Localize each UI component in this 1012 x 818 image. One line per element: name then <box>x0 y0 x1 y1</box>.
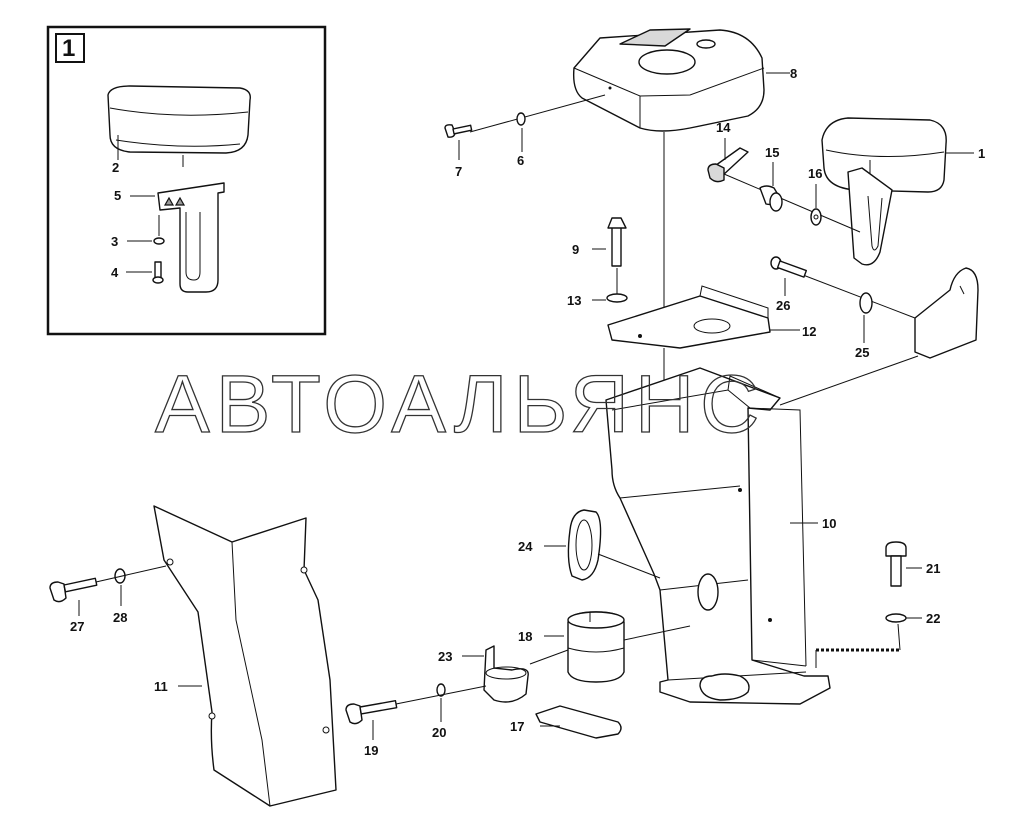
callout-7: 7 <box>455 164 462 179</box>
callout-23: 23 <box>438 649 452 664</box>
callout-2: 2 <box>112 160 119 175</box>
side-bracket-assembly: 26 25 <box>770 256 979 360</box>
mounting-plate-assembly: 9 13 12 <box>567 217 816 380</box>
bolt-and-washer-left: 27 28 <box>49 565 167 634</box>
sleeve-and-plate: 18 17 <box>510 611 691 739</box>
inset-bracket <box>157 182 225 293</box>
bolt-and-washer-right: 21 22 <box>815 541 940 668</box>
callout-9: 9 <box>572 242 579 257</box>
callout-21: 21 <box>926 561 940 576</box>
watermark-text: АВТОАЛЬЯНС <box>155 359 765 450</box>
callout-22: 22 <box>926 611 940 626</box>
callout-25: 25 <box>855 345 869 360</box>
callout-19: 19 <box>364 743 378 758</box>
callout-17: 17 <box>510 719 524 734</box>
inset-label: 1 <box>62 35 75 62</box>
callout-27: 27 <box>70 619 84 634</box>
callout-12: 12 <box>802 324 816 339</box>
inset-armrest-cushion <box>107 85 251 154</box>
callout-8: 8 <box>790 66 797 81</box>
top-cover: 8 <box>572 28 797 316</box>
callout-26: 26 <box>776 298 790 313</box>
screw-and-washer: 7 6 <box>444 94 606 179</box>
callout-3: 3 <box>111 234 118 249</box>
callout-11: 11 <box>154 679 168 694</box>
grommet: 24 <box>518 509 661 581</box>
clip: 23 <box>438 645 569 703</box>
callout-16: 16 <box>808 166 822 181</box>
callout-10: 10 <box>822 516 836 531</box>
bolt-and-washer-lower: 19 20 <box>345 683 487 758</box>
callout-1: 1 <box>978 146 985 161</box>
inset-panel: 1 2 5 3 4 <box>46 25 327 336</box>
callout-13: 13 <box>567 293 581 308</box>
callout-28: 28 <box>113 610 127 625</box>
callout-14: 14 <box>716 120 731 135</box>
armrest-assembly: 1 <box>821 117 985 266</box>
callout-5: 5 <box>114 188 121 203</box>
callout-4: 4 <box>111 265 119 280</box>
callout-15: 15 <box>765 145 779 160</box>
callout-20: 20 <box>432 725 446 740</box>
main-stand: 10 <box>605 355 919 705</box>
callout-24: 24 <box>518 539 533 554</box>
front-cover: 11 <box>153 505 337 807</box>
lever-bushing-washer: 14 15 16 <box>707 120 861 233</box>
callout-6: 6 <box>517 153 524 168</box>
callout-18: 18 <box>518 629 532 644</box>
